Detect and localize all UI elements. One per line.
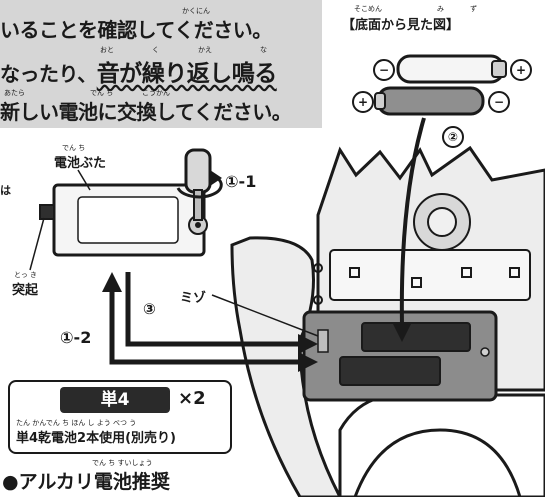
protrusion-label: 突起 [12,283,39,298]
side-text: は [0,184,11,197]
bottom-view-title: 【底面から見た図】 [342,18,460,33]
notice-ruby-2d: な [260,46,267,54]
battery-type: 単4 [60,387,170,413]
notice-ruby-1: かくにん [182,7,210,15]
notice-ruby-2a: おと [100,46,114,54]
recommend-ruby: でん ち すいしょう [92,459,153,467]
battery-cover-label: 電池ぶた [54,156,107,171]
protrusion-ruby: とっ き [14,271,38,279]
notice-ruby-2c: かえ [198,46,212,54]
step-3-label: ③ [143,300,156,318]
notice-ruby-2b: く [152,46,159,54]
battery-usage-ruby: たん かんでん ち ほん し よう べつ う [16,419,137,427]
toy-details [313,193,531,305]
notice-ruby-3b: でん ち [90,89,114,97]
notice-line-1: いることを確認してください。 [0,18,272,42]
step-1-1-label: ①-1 [225,172,257,191]
battery-cover-ruby: でん ち [62,144,86,152]
plus-symbol-bottom: + [352,91,374,113]
notice-box [0,0,322,128]
step-1-2-label: ①-2 [60,328,92,347]
step-2-label: ② [442,126,464,148]
bottom-view-ruby-2: み [437,5,444,13]
bottom-view-ruby-3: ず [470,5,477,13]
notice-line-3: 新しい電池に交換してください。 [0,100,292,124]
bottom-view-ruby-1: そこめん [354,5,382,13]
notice-line-2-pre: なったり、 [0,62,97,86]
battery-usage: 単4乾電池2本使用(別売り) [16,431,176,446]
notice-line-2-emphasis: 音が繰り返し鳴る [96,61,278,87]
groove-label: ミゾ [180,291,207,306]
plus-symbol-top: + [510,59,532,81]
battery-count: ×2 [178,388,206,409]
batteries-top [374,54,507,116]
screwdriver [176,148,223,221]
notice-ruby-3c: こうかん [142,89,170,97]
notice-line-2: なったり、音が繰り返し鳴る [0,54,277,88]
minus-symbol-bottom: − [488,91,510,113]
minus-symbol-top: − [373,59,395,81]
battery-cover [39,183,208,257]
notice-ruby-3a: あたら [4,89,25,97]
alkaline-recommendation: ●アルカリ電池推奨 [2,471,170,493]
